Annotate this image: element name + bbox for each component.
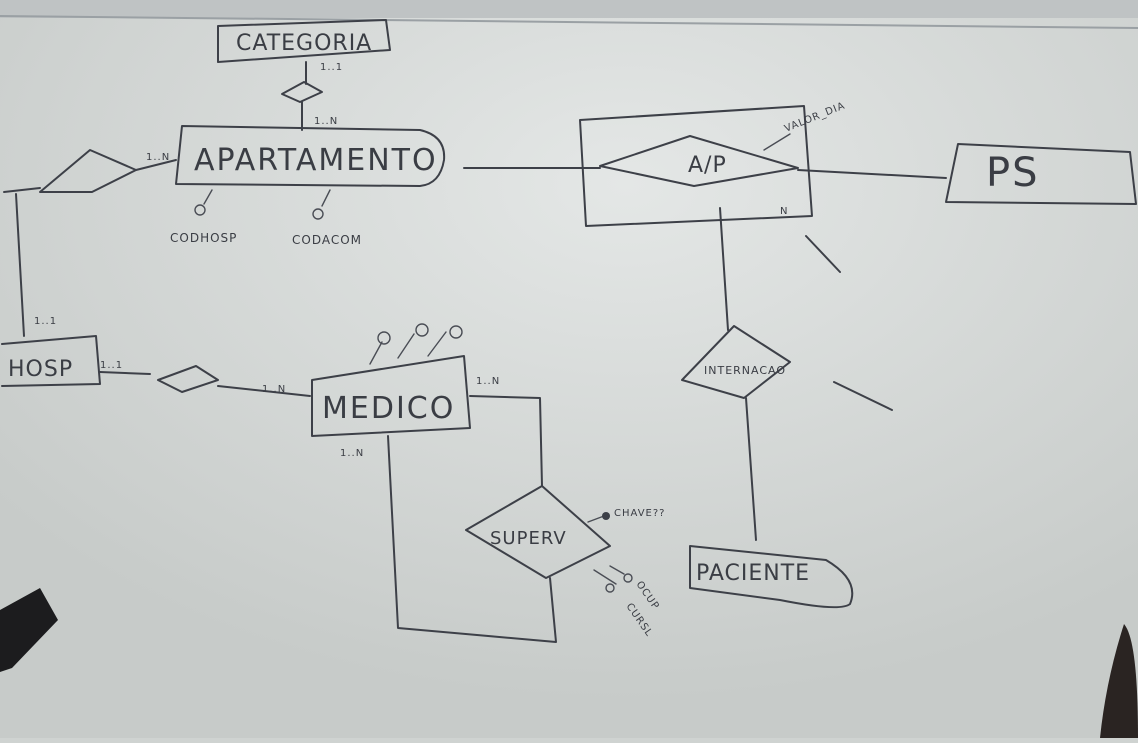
apartamento-label: APARTAMENTO xyxy=(194,143,438,178)
card-ap-n: N xyxy=(780,206,788,217)
card-hosp-top: 1..1 xyxy=(34,316,57,327)
entity-ps: PS xyxy=(945,143,1137,205)
medico-label: MEDICO xyxy=(322,391,455,426)
person-edge xyxy=(1100,624,1138,738)
attr-codacom-dot xyxy=(312,208,324,220)
medico-attr-2 xyxy=(415,323,429,337)
relationship-internacao xyxy=(681,325,791,399)
attr-chave: CHAVE?? xyxy=(614,508,665,519)
card-categoria: 1..1 xyxy=(320,62,343,73)
board-edge xyxy=(0,15,1138,29)
medico-attr-lines xyxy=(369,331,447,365)
card-medico-left: 1..N xyxy=(262,384,286,395)
entity-ap: A/P xyxy=(579,105,813,227)
attr-codhosp-dot xyxy=(194,204,206,216)
superv-label: SUPERV xyxy=(490,528,567,549)
stray-mark-2 xyxy=(833,381,893,411)
relationship-superv xyxy=(465,485,611,579)
attr-ocup-dot xyxy=(605,583,615,593)
paciente-label: PACIENTE xyxy=(696,561,810,586)
entity-paciente: PACIENTE xyxy=(689,545,854,609)
entity-apartamento: APARTAMENTO xyxy=(175,125,446,187)
entity-hosp: HOSP xyxy=(1,335,101,387)
categoria-label: CATEGORIA xyxy=(236,31,372,56)
entity-medico: MEDICO xyxy=(311,355,471,437)
ps-label: PS xyxy=(986,150,1040,196)
relationship-categoria-apart xyxy=(281,81,323,103)
marker-object xyxy=(0,588,58,672)
attr-chave-dot xyxy=(602,512,610,520)
ap-label: A/P xyxy=(688,153,727,178)
medico-attr-3 xyxy=(449,325,463,339)
relationship-hosp-medico xyxy=(157,365,219,393)
entity-categoria: CATEGORIA xyxy=(217,19,391,63)
card-hosp-right: 1..1 xyxy=(100,360,123,371)
line-ap-ps xyxy=(797,169,947,179)
internacao-label: INTERNACAO xyxy=(704,364,786,377)
line-to-hosp xyxy=(15,193,25,337)
attr-codhosp: CODHOSP xyxy=(170,231,237,245)
card-apart-cat: 1..N xyxy=(314,116,338,127)
hosp-label: HOSP xyxy=(8,357,73,382)
board-top-frame xyxy=(0,0,1138,18)
card-apart-left: 1..N xyxy=(146,152,170,163)
card-medico-bottom: 1..N xyxy=(340,448,364,459)
attr-codacom: CODACOM xyxy=(292,233,362,247)
card-medico-right: 1..N xyxy=(476,376,500,387)
stray-mark-1 xyxy=(805,235,841,273)
medico-attr-1 xyxy=(377,331,391,345)
